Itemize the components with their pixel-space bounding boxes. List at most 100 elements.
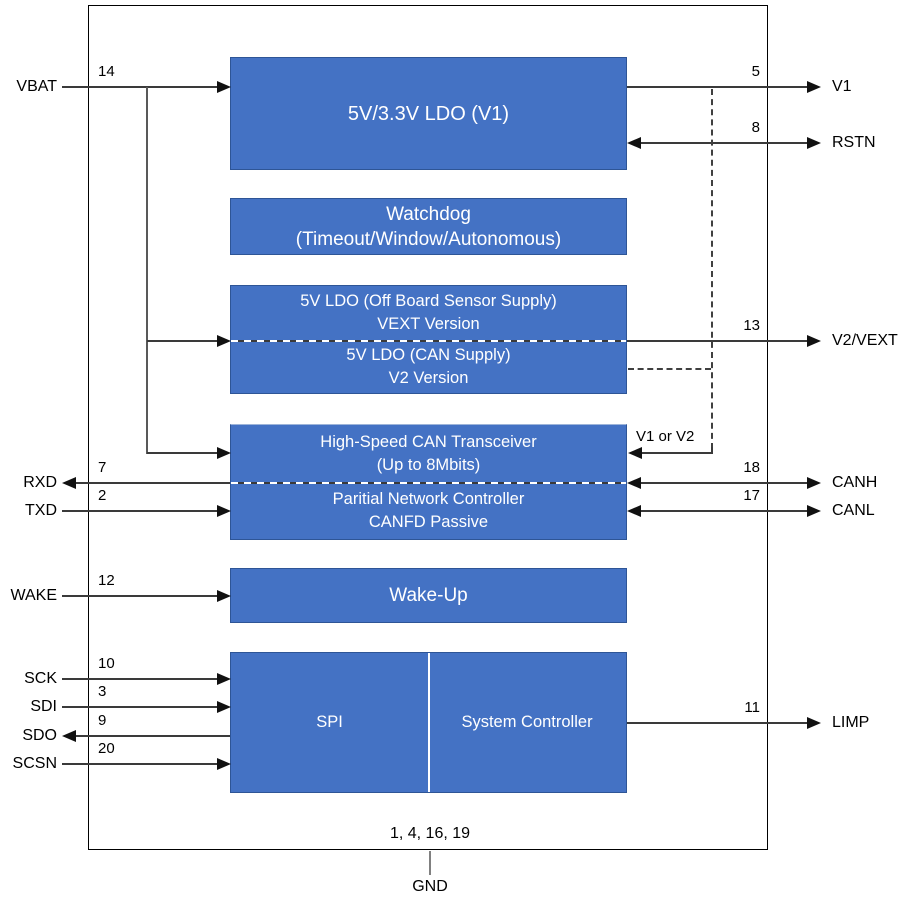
sck-line [62,678,218,680]
supply-dashed-vertical [711,89,713,449]
v1-line [627,86,808,88]
gnd-pin-numbers: 1, 4, 16, 19 [389,825,471,842]
pin-number-canl: 17 [743,487,760,504]
pin-number-scsn: 20 [98,740,115,757]
block-spi-label: SPI [316,713,343,731]
vbat-tap-ldo-ext-line [147,340,217,342]
sdo-arrow [62,730,76,742]
chip-boundary [88,5,768,850]
vbat-tap-ldo-ext-arrow [217,335,231,347]
block-watchdog-line2: (Timeout/Window/Autonomous) [295,228,562,250]
pin-number-limp: 11 [744,699,760,716]
vbat-arrow [217,81,231,93]
gnd-stub-line [429,851,431,875]
wake-line [62,595,218,597]
sdo-line [75,735,230,737]
block-system-controller: System Controller [428,653,626,792]
pin-number-v2vext: 13 [743,317,760,334]
v2vext-arrow [807,335,821,347]
pin-number-sdi: 3 [98,683,107,700]
canh-line [640,482,808,484]
pin-label-sdi: SDI [30,698,57,715]
pin-number-sdo: 9 [98,712,107,729]
block-sysctrl-label: System Controller [461,713,593,731]
limp-line [627,722,808,724]
pin-label-canl: CANL [832,502,875,519]
canh-arrow-in [627,477,641,489]
v1v2-feed-elbow [711,447,713,454]
rxd-line [75,482,230,484]
pin-number-vbat: 14 [98,63,115,80]
sck-arrow [217,673,231,685]
pin-label-wake: WAKE [10,587,57,604]
rstn-arrow-in [627,137,641,149]
pin-number-sck: 10 [98,655,115,672]
v2-dashed-branch [628,368,711,370]
pin-label-limp: LIMP [832,714,870,731]
block-can-bot-line2: CANFD Passive [368,512,489,531]
v1-arrow [807,81,821,93]
pin-label-rstn: RSTN [832,134,876,151]
block-can-top: High-Speed CAN Transceiver (Up to 8Mbits… [231,425,626,482]
canl-arrow-in [627,505,641,517]
wake-arrow [217,590,231,602]
block-wakeup-label: Wake-Up [389,585,468,606]
canl-arrow-out [807,505,821,517]
canl-line [640,510,808,512]
pin-label-sck: SCK [24,670,57,687]
rstn-line [640,142,808,144]
scsn-line [62,763,218,765]
v1v2-feed-line [641,452,712,454]
v2vext-line [627,340,808,342]
sdi-line [62,706,218,708]
block-watchdog: Watchdog (Timeout/Window/Autonomous) [230,198,627,255]
pin-number-rxd: 7 [98,459,107,476]
v1v2-feed-arrow [628,447,642,459]
rstn-arrow-out [807,137,821,149]
block-ldo-ext-bot-line2: V2 Version [388,368,469,387]
sdi-arrow [217,701,231,713]
pin-label-sdo: SDO [22,727,57,744]
spi-divider [428,653,430,792]
block-spi: SPI [231,653,428,792]
block-can-top-line1: High-Speed CAN Transceiver [320,432,537,451]
pin-label-scsn: SCSN [12,755,57,772]
block-ldo-ext-bottom: 5V LDO (CAN Supply) V2 Version [231,340,626,393]
limp-arrow [807,717,821,729]
pin-number-txd: 2 [98,487,107,504]
block-ldo-ext-top-line1: 5V LDO (Off Board Sensor Supply) [300,292,557,310]
block-ldo-ext: 5V LDO (Off Board Sensor Supply) VEXT Ve… [230,285,627,394]
block-can-bottom: Paritial Network Controller CANFD Passiv… [231,482,626,539]
canh-arrow-out [807,477,821,489]
v1-or-v2-label: V1 or V2 [636,428,695,445]
vbat-line [62,86,218,88]
block-ldo-ext-bot-line1: 5V LDO (CAN Supply) [346,345,511,364]
pin-label-v1: V1 [832,78,852,95]
block-ldo-ext-top: 5V LDO (Off Board Sensor Supply) VEXT Ve… [231,286,626,340]
pin-label-rxd: RXD [23,474,57,491]
block-can-bot-line1: Paritial Network Controller [332,489,525,508]
ldo-ext-divider [231,340,626,342]
pin-label-canh: CANH [832,474,878,491]
block-can-transceiver: High-Speed CAN Transceiver (Up to 8Mbits… [230,424,627,540]
block-ldo-v1: 5V/3.3V LDO (V1) [230,57,627,170]
pin-number-v1: 5 [751,63,760,80]
txd-arrow [217,505,231,517]
txd-line [62,510,218,512]
pin-label-txd: TXD [25,502,57,519]
block-spi-sysctrl: SPI System Controller [230,652,627,793]
pin-label-v2vext: V2/VEXT [832,332,898,349]
vbat-tap-can-line [147,452,217,454]
block-ldo-ext-top-line2: VEXT Version [377,315,480,333]
gnd-label: GND [412,878,448,895]
block-ldo-v1-label: 5V/3.3V LDO (V1) [347,102,510,125]
rxd-arrow [62,477,76,489]
scsn-arrow [217,758,231,770]
can-divider [231,482,626,484]
pin-number-rstn: 8 [751,119,760,136]
pin-number-wake: 12 [98,572,115,589]
block-wakeup: Wake-Up [230,568,627,623]
block-can-top-line2: (Up to 8Mbits) [376,455,481,474]
vbat-branch-rail [146,87,148,454]
